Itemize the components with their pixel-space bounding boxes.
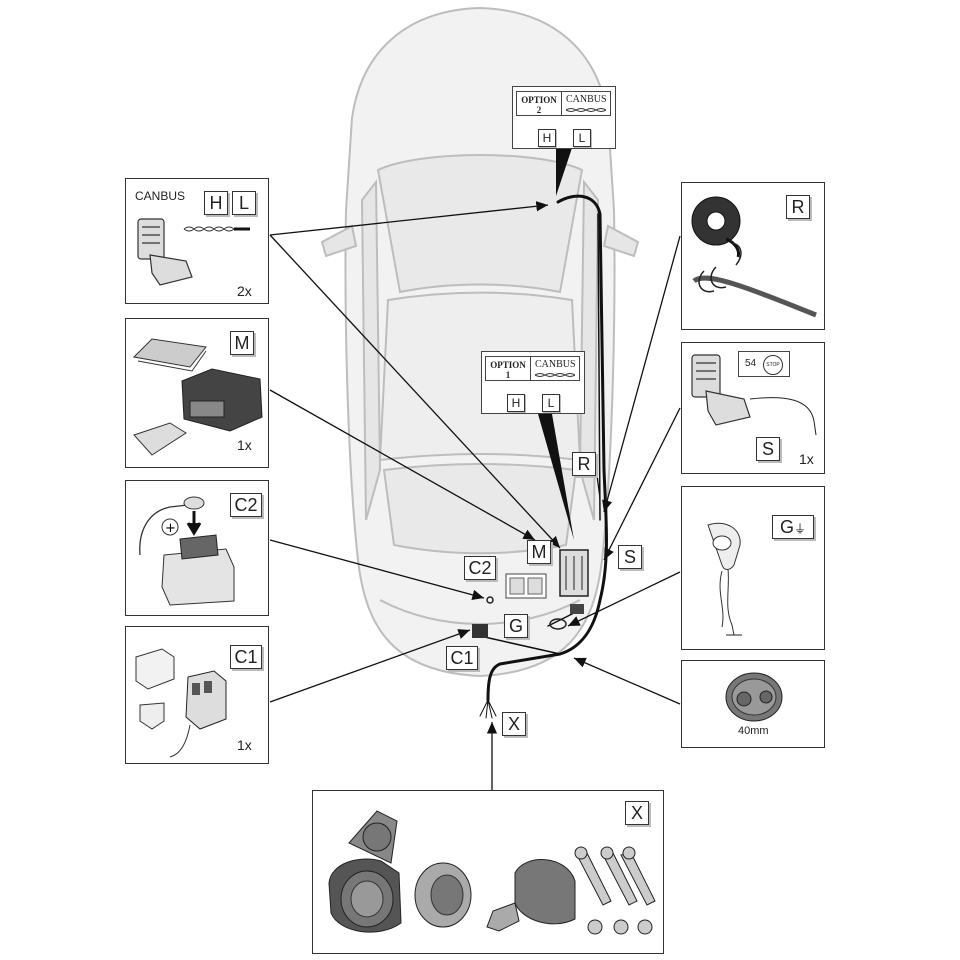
twisted-wire-icon	[566, 108, 606, 112]
option2-number: 2	[536, 105, 542, 115]
option2-pointer	[556, 148, 572, 196]
option1-number: 1	[505, 370, 511, 380]
splice-qty: 1x	[799, 451, 814, 467]
ground-tag-letter: G	[779, 517, 794, 537]
tape-roll-icon	[691, 196, 817, 318]
grommet-icon	[725, 672, 783, 722]
splice-connector-icon	[691, 354, 817, 436]
tape-tag-r: R	[786, 195, 810, 219]
grommet-caption: 40mm	[738, 725, 769, 737]
option1-label: OPTION	[490, 360, 526, 370]
fuse-panel: C1 1x	[125, 626, 269, 764]
option1-tag-h: H	[507, 394, 525, 412]
canbus-tag-h: H	[204, 191, 228, 215]
control-module-icon	[132, 338, 263, 456]
battery-connection-icon: +	[139, 496, 235, 606]
option2-label: OPTION	[521, 95, 557, 105]
car-tag-r: R	[572, 452, 596, 476]
fuse-holder-icon	[135, 648, 227, 758]
car-tag-m: M	[527, 540, 551, 564]
fuse-symbol-box	[505, 573, 547, 599]
ring-terminal-icon	[707, 522, 742, 636]
car-tag-c2: C2	[464, 556, 496, 580]
option2-tag-h: H	[538, 129, 556, 147]
socket-kit-icon	[328, 810, 656, 935]
stop-icon: STOP	[763, 355, 783, 375]
stop-number: 54	[745, 358, 757, 369]
option2-canbus-box: CANBUS	[561, 91, 611, 116]
splice-tag-s: S	[756, 437, 780, 461]
stop-badge: 54 STOP	[738, 351, 790, 377]
ground-tag-g: G⏚	[772, 515, 814, 539]
fuse-qty: 1x	[237, 737, 252, 753]
canbus-panel: CANBUS H L 2x	[125, 178, 269, 304]
module-tag-m: M	[230, 331, 254, 355]
option1-canbus-label: CANBUS	[535, 359, 576, 370]
fuse-tag-c1: C1	[230, 645, 262, 669]
option1-pointer	[538, 414, 574, 540]
option1-label-box: OPTION 1	[485, 356, 531, 381]
module-qty: 1x	[237, 437, 252, 453]
canbus-tag-l: L	[232, 191, 256, 215]
tape-panel: R	[681, 182, 825, 330]
car-tag-g: G	[504, 614, 528, 638]
battery-panel: C2 +	[125, 480, 269, 616]
option1-callout: OPTION 1 CANBUS H L	[481, 351, 585, 414]
splice-connector-icon	[137, 218, 250, 286]
twisted-wire-icon	[535, 373, 575, 377]
wiring-harness	[479, 194, 608, 719]
socket-tag-x: X	[625, 801, 649, 825]
car-outline	[320, 6, 640, 678]
option1-tag-l: L	[542, 394, 560, 412]
option2-canbus-label: CANBUS	[566, 94, 607, 105]
module-panel: M 1x	[125, 318, 269, 468]
option2-callout: OPTION 2 CANBUS H L	[512, 86, 616, 149]
option2-label-box: OPTION 2	[516, 91, 562, 116]
car-tag-s: S	[618, 545, 642, 569]
option2-tag-l: L	[573, 129, 591, 147]
svg-text:+: +	[165, 521, 176, 536]
ground-panel: G⏚	[681, 486, 825, 650]
ground-symbol-icon: ⏚	[794, 522, 807, 536]
option1-canbus-box: CANBUS	[530, 356, 580, 381]
socket-panel: X	[312, 790, 664, 954]
car-tag-c1: C1	[446, 646, 478, 670]
canbus-qty: 2x	[237, 283, 252, 299]
battery-tag-c2: C2	[230, 493, 262, 517]
grommet-panel: 40mm	[681, 660, 825, 748]
splice-panel: 54 STOP S 1x	[681, 342, 825, 474]
module-in-car	[472, 549, 589, 638]
leader-lines	[269, 201, 681, 790]
canbus-panel-title: CANBUS	[135, 189, 186, 203]
car-tag-x: X	[502, 712, 526, 736]
